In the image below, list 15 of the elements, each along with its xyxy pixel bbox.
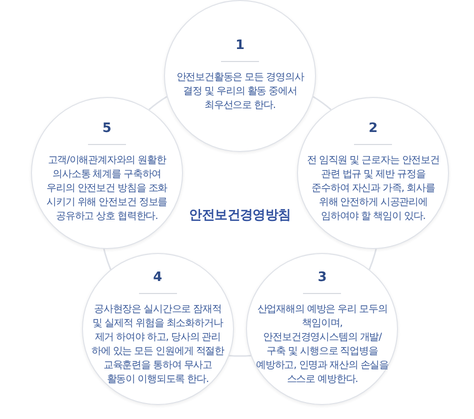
step-number: 1 <box>235 39 245 52</box>
step-number: 4 <box>153 271 162 284</box>
step-number: 5 <box>102 122 112 135</box>
step-number: 3 <box>318 271 327 284</box>
policy-text: 전 임직원 및 근로자는 안전보건 관련 법규 및 제반 규정을 준수하여 자신과 가족, 회사를 위해 안전하게 시공관리에 임하여야 할 책임이 있다. <box>306 154 440 224</box>
connector-arc <box>148 96 168 110</box>
step-number: 2 <box>368 122 378 135</box>
policy-text: 산업재해의 예방은 우리 모두의 책임이며, 안전보건경영시스템의 개발/구축 및 시행으로 직업병을 예방하고, 인명과 재산의 손실을 스스로 예방한다. <box>255 303 390 388</box>
connector-arc <box>312 96 332 110</box>
connector-arc <box>368 248 377 270</box>
connector-arc <box>228 354 252 357</box>
policy-text: 안전보건활동은 모든 경영의사 결정 및 우리의 활동 중에서 최우선으로 한다. <box>175 71 306 113</box>
policy-text: 공사현장은 실시간으로 잠재적 및 실제적 위험을 최소화하거나 제거 하여야 하고, 당사의 관리 하에 있는 모든 인원에게 적절한 교육훈련을 통하여 무사고 활동이 이행되도록 한다. <box>90 303 225 388</box>
policy-text: 고객/이해관계자와의 원활한 의사소통 체계를 구축하여 우리의 안전보건 방침을 조화 시키기 위해 안전보건 정보를 공유하고 상호 협력한다. <box>46 154 168 224</box>
connector-arc <box>103 248 112 270</box>
